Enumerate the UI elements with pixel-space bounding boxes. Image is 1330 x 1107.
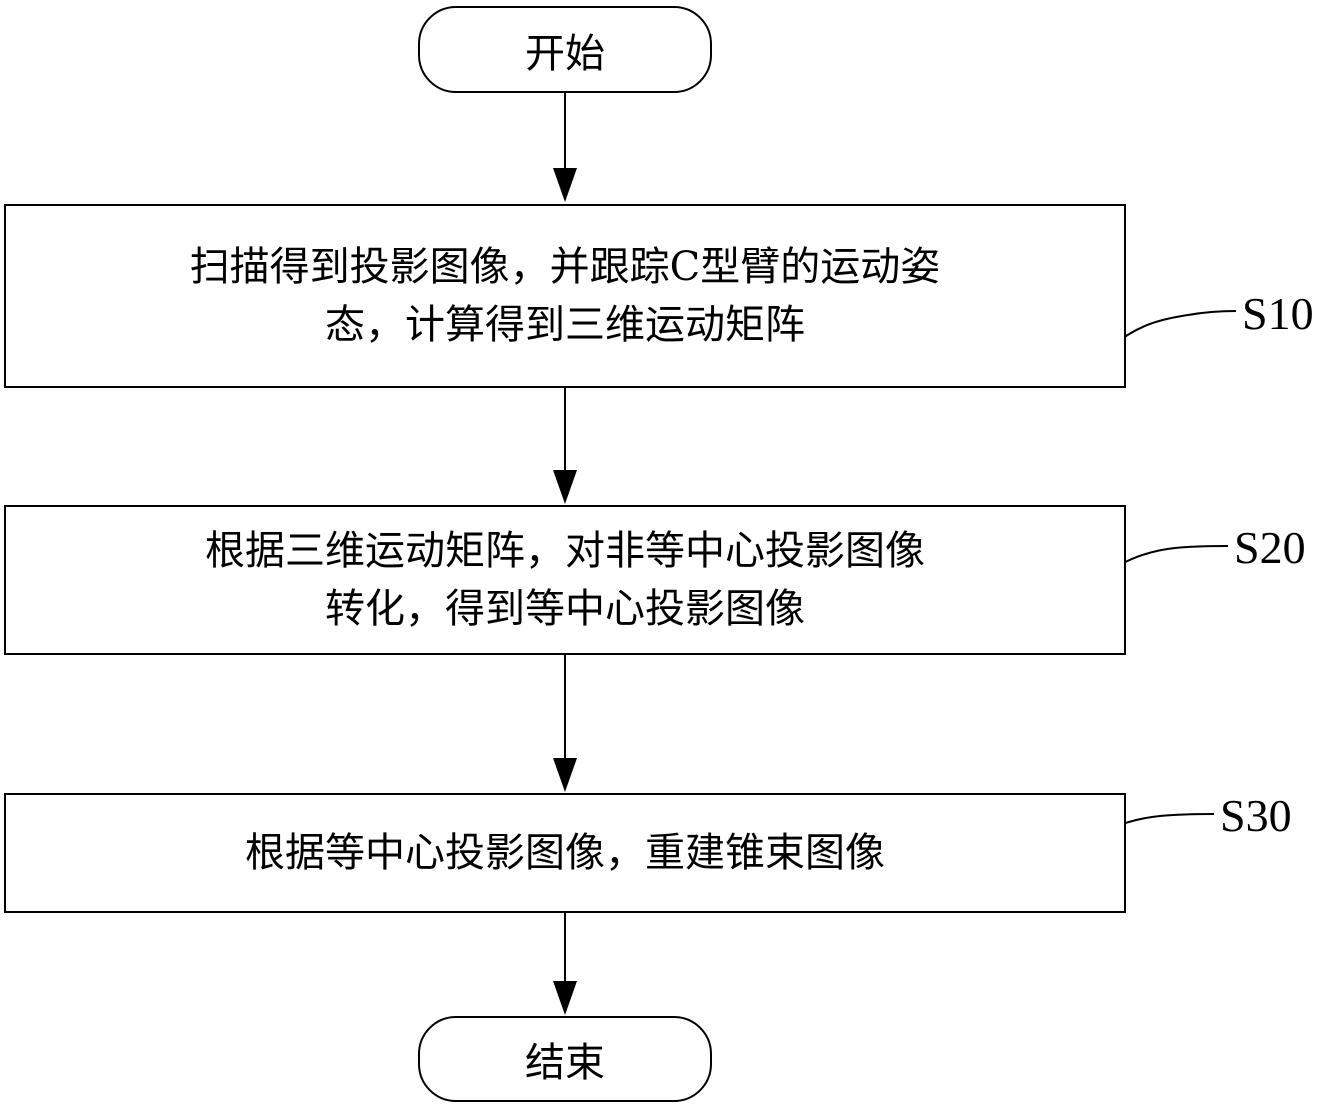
step-s10-line2: 态，计算得到三维运动矩阵: [325, 302, 805, 348]
step-s30-label: S30: [1220, 790, 1292, 841]
arrow-s10-to-s20: [553, 387, 577, 504]
step-s30-box: 根据等中心投影图像，重建锥束图像: [4, 793, 1126, 913]
start-terminal: 开始: [418, 6, 712, 93]
end-terminal: 结束: [418, 1016, 712, 1102]
start-label: 开始: [525, 30, 605, 77]
arrow-s20-to-s30: [553, 654, 577, 792]
step-s30-line1: 根据等中心投影图像，重建锥束图像: [245, 830, 885, 876]
step-s10-label: S10: [1242, 288, 1314, 339]
step-s10-line1: 扫描得到投影图像，并跟踪C型臂的运动姿: [189, 244, 941, 290]
leader-s10: [1112, 310, 1237, 347]
end-label: 结束: [525, 1040, 605, 1086]
arrow-s30-to-end: [553, 912, 577, 1015]
arrow-start-to-s10: [553, 92, 577, 202]
step-s10-box: 扫描得到投影图像，并跟踪C型臂的运动姿 态，计算得到三维运动矩阵: [4, 204, 1126, 388]
step-s20-line2: 转化，得到等中心投影图像: [325, 586, 805, 632]
step-s20-box: 根据三维运动矩阵，对非等中心投影图像 转化，得到等中心投影图像: [4, 505, 1126, 655]
step-s20-line1: 根据三维运动矩阵，对非等中心投影图像: [205, 528, 925, 574]
step-s20-label: S20: [1234, 522, 1306, 573]
